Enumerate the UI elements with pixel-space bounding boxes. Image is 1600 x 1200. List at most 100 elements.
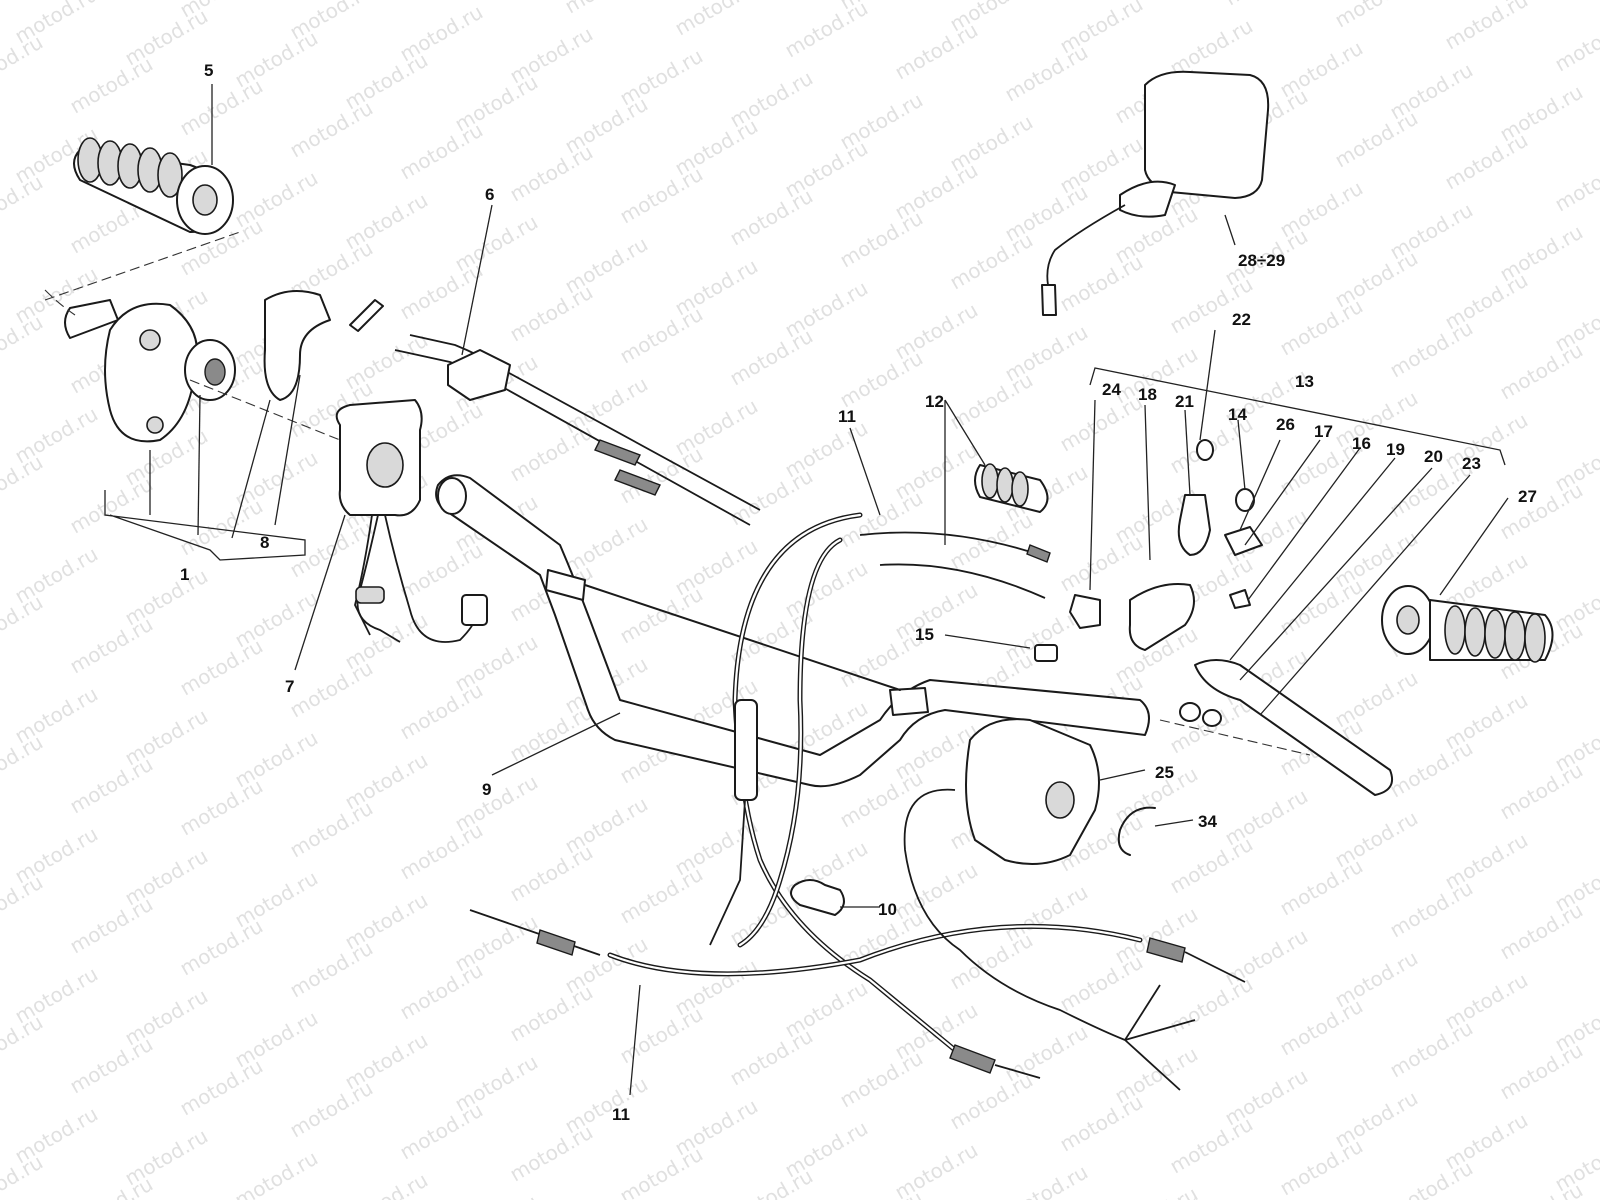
- part-15: [1034, 644, 1058, 662]
- watermark-text: motod.ru: [836, 346, 927, 413]
- watermark-text: motod.ru: [1056, 250, 1147, 317]
- watermark-text: motod.ru: [1551, 10, 1600, 77]
- watermark-text: motod.ru: [1056, 1090, 1147, 1157]
- watermark-text: motod.ru: [66, 1172, 157, 1200]
- watermark-text: motod.ru: [66, 52, 157, 119]
- watermark-text: motod.ru: [0, 1010, 47, 1077]
- watermark-text: motod.ru: [1496, 758, 1587, 825]
- callout-21: 21: [1175, 392, 1194, 411]
- watermark-text: motod.ru: [0, 170, 47, 237]
- watermark-text: motod.ru: [176, 74, 267, 141]
- callout-28-29: 28÷29: [1238, 251, 1285, 270]
- callout-14: 14: [1228, 405, 1247, 424]
- watermark-text: motod.ru: [1496, 1178, 1587, 1200]
- watermark-text: motod.ru: [891, 18, 982, 85]
- watermark-text: motod.ru: [1386, 876, 1477, 943]
- watermark-text: motod.ru: [1111, 1182, 1202, 1200]
- watermark-text: motod.ru: [1496, 478, 1587, 545]
- watermark-text: motod.ru: [836, 1046, 927, 1113]
- watermark-text: motod.ru: [1276, 994, 1367, 1061]
- watermark-text: motod.ru: [1056, 530, 1147, 597]
- watermark-text: motod.ru: [66, 752, 157, 819]
- watermark-text: motod.ru: [1551, 150, 1600, 217]
- callout-8: 8: [260, 533, 269, 552]
- right-grip: [1381, 585, 1554, 663]
- watermark-text: motod.ru: [726, 1024, 817, 1091]
- watermark-text: motod.ru: [0, 30, 47, 97]
- mirror: [1041, 70, 1270, 316]
- watermark-text: motod.ru: [836, 626, 927, 693]
- callout-13: 13: [1295, 372, 1314, 391]
- watermark-text: motod.ru: [1276, 294, 1367, 361]
- watermark-text: motod.ru: [506, 980, 597, 1047]
- watermark-text: motod.ru: [1386, 736, 1477, 803]
- watermark-text: motod.ru: [286, 96, 377, 163]
- callout-10: 10: [878, 900, 897, 919]
- watermark-text: motod.ru: [66, 892, 157, 959]
- watermark-text: motod.ru: [1166, 1112, 1257, 1179]
- callout-26: 26: [1276, 415, 1295, 434]
- watermark-text: motod.ru: [0, 310, 47, 377]
- watermark-text: motod.ru: [726, 184, 817, 251]
- watermark-text: motod.ru: [561, 0, 652, 18]
- watermark-text: motod.ru: [726, 1164, 817, 1200]
- watermark-text: motod.ru: [616, 162, 707, 229]
- watermark-text: motod.ru: [1221, 0, 1312, 10]
- watermark-text: motod.ru: [396, 118, 487, 185]
- watermark-text: motod.ru: [176, 1054, 267, 1121]
- handlebar: [435, 474, 1150, 788]
- watermark-text: motod.ru: [1276, 854, 1367, 921]
- watermark-text: motod.ru: [1386, 316, 1477, 383]
- watermark-text: motod.ru: [1331, 0, 1422, 32]
- watermark-text: motod.ru: [616, 1142, 707, 1200]
- callout-12: 12: [925, 392, 944, 411]
- callout-34: 34: [1198, 812, 1217, 831]
- watermark-text: motod.ru: [506, 1120, 597, 1187]
- callout-24: 24: [1102, 380, 1121, 399]
- watermark-text: motod.ru: [836, 1186, 927, 1200]
- watermark-text: motod.ru: [231, 1146, 322, 1200]
- watermark-text: motod.ru: [396, 818, 487, 885]
- watermark-text: motod.ru: [396, 258, 487, 325]
- watermark-text: motod.ru: [946, 928, 1037, 995]
- watermark-text: motod.ru: [1056, 950, 1147, 1017]
- watermark-text: motod.ru: [616, 302, 707, 369]
- watermark-text: motod.ru: [616, 1002, 707, 1069]
- watermark-text: motod.ru: [946, 228, 1037, 295]
- callout-18: 18: [1138, 385, 1157, 404]
- callout-9: 9: [482, 780, 491, 799]
- watermark-text: motod.ru: [781, 0, 872, 62]
- callout-6: 6: [485, 185, 494, 204]
- watermark-text: motod.ru: [1001, 40, 1092, 107]
- watermark-text: motod.ru: [0, 870, 47, 937]
- watermark-text: motod.ru: [891, 1138, 982, 1200]
- watermark-text: motod.ru: [1386, 1016, 1477, 1083]
- watermark-text: motod.ru: [176, 634, 267, 701]
- watermark-text: motod.ru: [176, 494, 267, 561]
- watermark-text: motod.ru: [1496, 338, 1587, 405]
- watermark-text: motod.ru: [286, 1076, 377, 1143]
- callout-labels: 5 6 28÷29 22 13 24 18 21 12 14 26 17 11 …: [180, 61, 1537, 1124]
- watermark-text: motod.ru: [506, 140, 597, 207]
- callout-16: 16: [1352, 434, 1371, 453]
- watermark-text: motod.ru: [176, 1194, 267, 1200]
- watermark-text: motod.ru: [616, 862, 707, 929]
- watermark-text: motod.ru: [1331, 106, 1422, 173]
- callout-19: 19: [1386, 440, 1405, 459]
- watermark-text: motod.ru: [506, 420, 597, 487]
- watermark-text: motod.ru: [726, 324, 817, 391]
- watermark-text: motod.ru: [1496, 1038, 1587, 1105]
- callout-20: 20: [1424, 447, 1443, 466]
- callout-5: 5: [204, 61, 213, 80]
- watermark-text: motod.ru: [66, 612, 157, 679]
- callout-7: 7: [285, 677, 294, 696]
- watermark-text: motod.ru: [836, 206, 927, 273]
- watermark-text: motod.ru: [506, 840, 597, 907]
- watermark-text: motod.ru: [176, 774, 267, 841]
- watermark-text: motod.ru: [396, 1098, 487, 1165]
- callout-15: 15: [915, 625, 934, 644]
- watermark-text: motod.ru: [1001, 1160, 1092, 1200]
- watermark-text: motod.ru: [726, 464, 817, 531]
- callout-27: 27: [1518, 487, 1537, 506]
